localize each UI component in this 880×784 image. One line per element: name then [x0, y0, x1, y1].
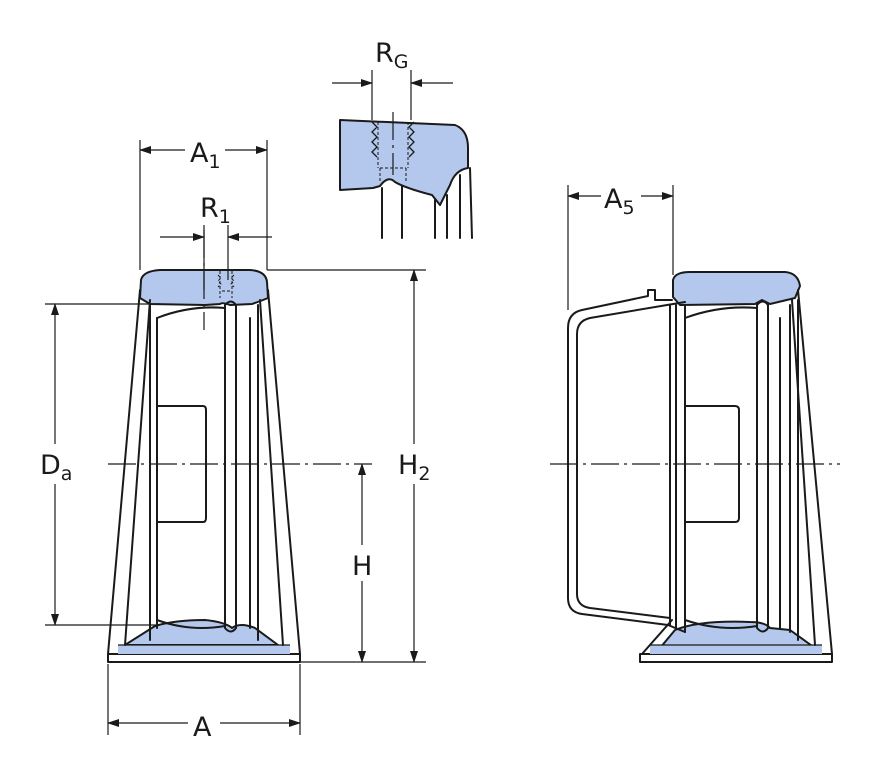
label-A5-main: A [604, 184, 623, 215]
detail-shaft-lines [381, 167, 473, 239]
left-ring-inner [156, 317, 251, 629]
svg-text:A5: A5 [604, 184, 635, 219]
svg-text:A1: A1 [190, 138, 221, 173]
left-view [107, 269, 301, 663]
left-base-fill [118, 645, 290, 654]
left-ring-outer [149, 304, 259, 641]
detail-shade [339, 119, 469, 206]
label-H2-main: H [398, 450, 418, 481]
label-Da-main: D [40, 450, 61, 481]
left-thread [217, 274, 235, 288]
left-bore-bottom [156, 619, 226, 629]
left-groove [224, 300, 237, 633]
svg-text:R1: R1 [200, 193, 231, 228]
label-H2-sub: 2 [418, 463, 430, 485]
right-cover-flange [669, 304, 677, 629]
label-R1-main: R [200, 193, 219, 224]
left-inner-side-left [124, 299, 151, 646]
right-ring-lines [684, 299, 799, 641]
label-R1-sub: 1 [219, 206, 231, 228]
svg-text:Da: Da [40, 450, 72, 485]
left-grease-hole [219, 271, 233, 298]
dim-Da: Da [38, 303, 160, 626]
dim-H: H [300, 463, 376, 663]
label-A1-main: A [190, 138, 209, 169]
right-inner-side-right [791, 299, 816, 646]
dim-A5: A5 [567, 178, 674, 310]
dim-A: A [107, 664, 301, 743]
right-bottom-shade [659, 620, 816, 649]
svg-text:H: H [352, 551, 372, 582]
dim-A1: A1 [139, 132, 268, 270]
dim-H2: H2 [267, 269, 436, 663]
right-base-plate [639, 653, 833, 663]
label-H-main: H [352, 551, 372, 582]
svg-text:RG: RG [375, 38, 409, 73]
detail-view [339, 112, 473, 239]
left-outer-side-left [107, 289, 141, 655]
right-bore-bottom [684, 619, 758, 629]
label-Da-sub: a [61, 463, 73, 485]
right-outer-side-right [797, 289, 833, 655]
right-groove [756, 300, 769, 633]
label-RG-main: R [375, 38, 394, 69]
detail-thread-teeth [371, 121, 415, 158]
right-view [567, 271, 833, 663]
label-A1-sub: 1 [208, 151, 220, 173]
left-inner-side-right [259, 299, 284, 646]
svg-text:A: A [193, 712, 212, 743]
label-A5-sub: 5 [622, 197, 634, 219]
right-end-cover [567, 289, 686, 633]
left-outer-side-right [267, 289, 301, 655]
label-RG-sub: G [394, 51, 409, 73]
left-bore-top [156, 306, 226, 319]
right-bore-top [684, 306, 758, 319]
left-bottom-shade [124, 619, 279, 646]
right-base-fill [650, 645, 822, 654]
right-top-cap [672, 271, 801, 306]
right-end-cover-inner [576, 301, 686, 619]
left-base-plate [107, 653, 301, 663]
label-A-main: A [193, 712, 212, 743]
dim-R1: R1 [160, 193, 272, 290]
svg-text:H2: H2 [398, 450, 430, 485]
dim-RG: RG [332, 38, 453, 120]
